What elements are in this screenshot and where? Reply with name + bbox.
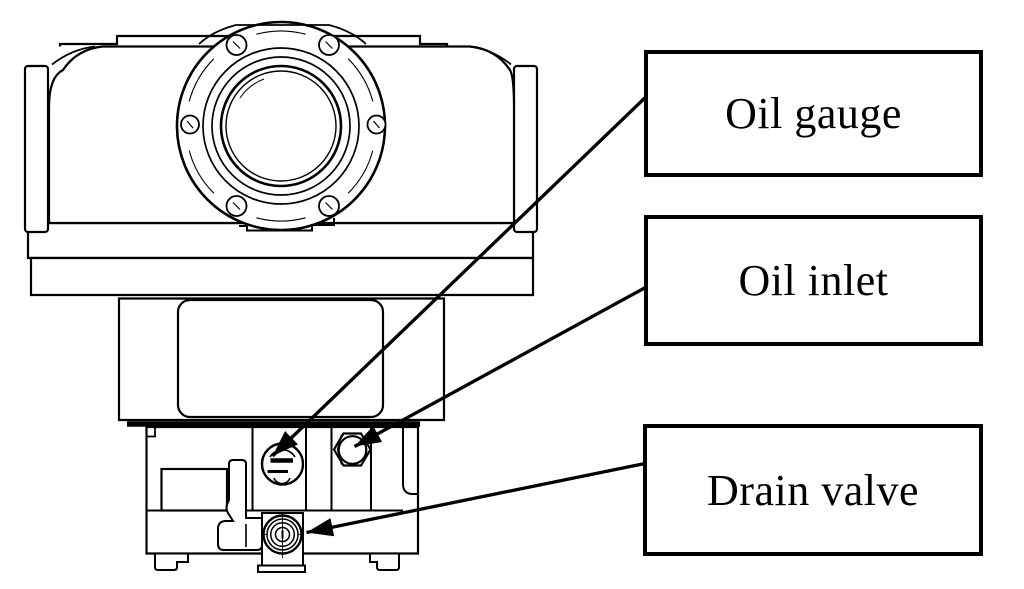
- flange-bottom-key-tab: [239, 218, 335, 232]
- left-foot: [154, 552, 189, 571]
- oil-inlet-plug: [332, 432, 372, 467]
- flange-thin-arcs: [188, 30, 374, 222]
- callout-label-drain-valve: Drain valve: [707, 465, 919, 515]
- callout-box-oil-gauge: Oil gauge: [644, 50, 983, 177]
- drain-crosshair: [261, 512, 304, 558]
- actuator-mid-housing: [117, 297, 446, 427]
- flange-outer-ring: [175, 20, 387, 232]
- inlet-plug-face: [337, 435, 368, 465]
- callout-label-oil-gauge: Oil gauge: [725, 89, 902, 138]
- left-side-tab: [23, 64, 50, 234]
- window-highlight-arc: [239, 78, 265, 99]
- flange-top-flat: [198, 24, 367, 45]
- callout-label-oil-inlet: Oil inlet: [738, 256, 889, 305]
- right-foot: [369, 552, 400, 571]
- drain-valve-arrow: [306, 460, 651, 537]
- lower-top-left-step: [146, 428, 156, 438]
- flange-bolts: [180, 34, 387, 217]
- oil-gauge-arrow: [271, 91, 652, 458]
- lower-left-plate: [160, 467, 229, 512]
- oil-gauge-sight-glass: [260, 442, 305, 486]
- callout-arrows: [271, 91, 652, 537]
- left-shoulder-seam: [51, 45, 96, 66]
- right-shoulder-seam: [467, 45, 512, 66]
- callout-box-oil-inlet: Oil inlet: [644, 215, 983, 346]
- drain-valve: [257, 512, 306, 573]
- inlet-hex-facet: [336, 434, 343, 465]
- flange-ring: [202, 47, 360, 205]
- lever-detail: [217, 459, 263, 551]
- flange-ring: [211, 56, 351, 196]
- lower-right-inner-contour: [402, 427, 418, 495]
- sight-glass-flange: [175, 20, 387, 232]
- oil-inlet-arrow: [353, 283, 651, 448]
- sight-glass-window: [219, 64, 343, 188]
- upper-flange-band-2: [29, 256, 535, 297]
- actuator-lower-housing: [145, 425, 420, 573]
- sight-glass-window-inner: [225, 70, 337, 182]
- mid-housing-outline: [117, 297, 446, 422]
- callout-box-drain-valve: Drain valve: [643, 424, 983, 556]
- drain-valve-base: [257, 564, 306, 573]
- mid-housing-panel: [176, 298, 385, 419]
